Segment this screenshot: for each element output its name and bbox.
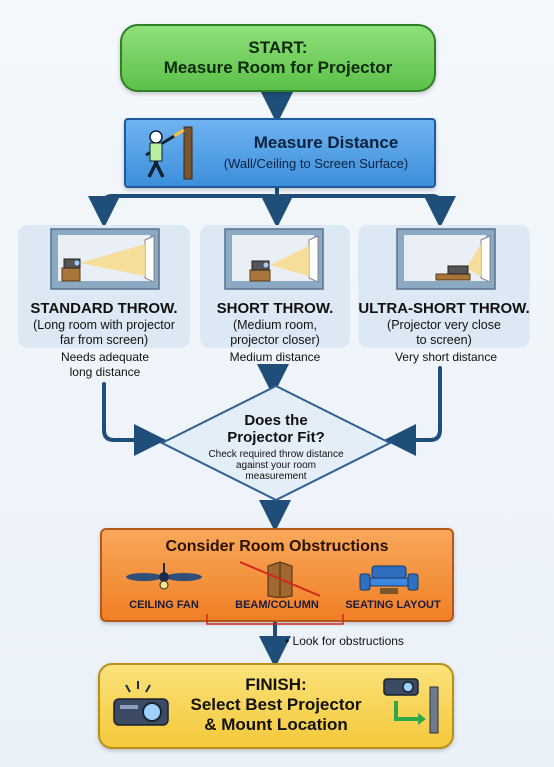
standard-throw-desc: (Long room with projector far from scree… <box>18 318 190 348</box>
beam-column-icon <box>240 561 320 598</box>
finish-line3: & Mount Location <box>204 715 348 734</box>
finish-node: FINISH: Select Best Projector & Mount Lo… <box>98 663 454 749</box>
decision-title-line2: Projector Fit? <box>227 429 325 446</box>
standard-throw-note: Needs adequate long distance <box>30 350 180 380</box>
measure-subtitle: (Wall/Ceiling to Screen Surface) <box>223 156 409 171</box>
start-line2: Measure Room for Projector <box>163 58 393 77</box>
ultra-short-throw-note: Very short distance <box>394 350 498 364</box>
standard-throw-note-line1: Needs adequate <box>60 350 150 364</box>
finish-line2: Select Best Projector <box>190 695 362 714</box>
start-node: START: Measure Room for Projector <box>120 24 436 92</box>
mount-location-icon <box>383 678 439 734</box>
decision-subtitle-line1: Check required throw distance <box>208 449 344 460</box>
obstructions-note: • Look for obstructions <box>285 634 404 648</box>
person-measuring-icon <box>145 126 193 180</box>
measure-node: Measure Distance (Wall/Ceiling to Screen… <box>124 118 436 188</box>
standard-throw-title: STANDARD THROW. <box>30 300 178 317</box>
standard-throw-desc-line2: far from screen) <box>59 333 149 347</box>
seating-layout-label: SEATING LAYOUT <box>345 599 441 611</box>
ceiling-fan-icon <box>126 563 202 590</box>
finish-line1: FINISH: <box>245 675 307 694</box>
ultra-short-room-icon <box>396 228 496 290</box>
measure-title: Measure Distance <box>253 133 399 152</box>
short-room-icon <box>224 228 324 290</box>
ultra-short-throw-desc-line1: (Projector very close <box>387 318 501 332</box>
short-throw-desc-line2: projector closer) <box>230 333 320 347</box>
standard-throw-note-line2: long distance <box>69 365 141 379</box>
ultra-short-throw-title: ULTRA-SHORT THROW. <box>358 300 530 317</box>
seating-layout-icon <box>359 565 419 594</box>
ultra-short-throw-desc: (Projector very close to screen) <box>358 318 530 348</box>
ceiling-fan-label: CEILING FAN <box>129 599 199 611</box>
short-throw-note: Medium distance <box>229 350 321 364</box>
obstructions-title: Consider Room Obstructions <box>165 538 389 555</box>
decision-title: Does the Projector Fit? <box>190 412 362 446</box>
start-line1: START: <box>248 38 308 57</box>
short-throw-desc-line1: (Medium room, <box>232 318 318 332</box>
beam-column-label: BEAM/COLUMN <box>235 599 319 611</box>
obstruction-bracket <box>206 614 344 625</box>
obstructions-node: Consider Room Obstructions CEILING FAN B… <box>100 528 454 622</box>
decision-title-line1: Does the <box>244 412 308 429</box>
ultra-short-throw-desc-line2: to screen) <box>416 333 472 347</box>
decision-diamond <box>160 384 392 502</box>
decision-subtitle: Check required throw distance against yo… <box>186 449 366 482</box>
short-throw-title: SHORT THROW. <box>216 300 334 317</box>
short-throw-desc: (Medium room, projector closer) <box>200 318 350 348</box>
standard-throw-desc-line1: (Long room with projector <box>33 318 175 332</box>
standard-room-icon <box>50 228 160 290</box>
decision-subtitle-line2: against your room <box>235 460 317 471</box>
finish-text: FINISH: Select Best Projector & Mount Lo… <box>170 675 382 735</box>
decision-subtitle-line3: measurement <box>245 471 307 482</box>
projector-icon <box>113 681 169 726</box>
